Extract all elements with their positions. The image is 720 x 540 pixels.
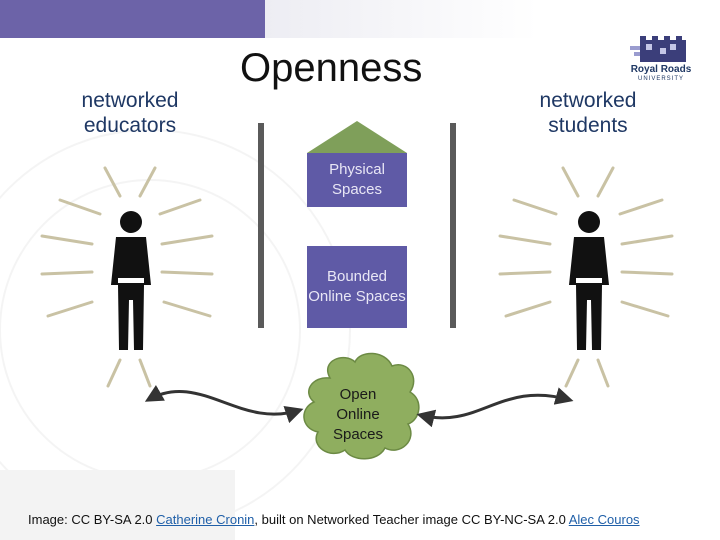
bounded-online-spaces-box: Bounded Online Spaces [307,246,407,328]
slide-title: Openness [240,46,423,90]
right-divider-bar [450,123,456,328]
physical-spaces-label: Physical Spaces [329,161,385,198]
header-bar [0,0,265,38]
networked-students-label: networked students [539,89,637,137]
alec-couros-link[interactable]: Alec Couros [568,512,640,527]
castle-icon [630,36,686,62]
open-spaces-cloud [303,352,420,460]
left-divider-bar [258,123,264,328]
right-person-rays [498,166,674,388]
person-left-icon [110,205,152,357]
roof-triangle [307,121,407,153]
open-online-spaces-label: Open Online Spaces [332,386,384,443]
watermark-block [0,470,235,540]
logo-name: Royal Roads [630,64,692,75]
left-bidirectional-arrow [144,385,304,424]
image-credit-caption: Image: CC BY-SA 2.0 Catherine Cronin, bu… [28,512,708,527]
caption-prefix: Image: CC BY-SA 2.0 [28,512,157,527]
bounded-online-spaces-label: Bounded Online Spaces [308,268,406,305]
left-person-rays [40,166,214,388]
catherine-cronin-link[interactable]: Catherine Cronin [156,512,255,527]
royal-roads-logo: Royal Roads UNIVERSITY [626,34,696,90]
physical-spaces-box: Physical Spaces [307,153,407,207]
logo-subtitle: UNIVERSITY [637,76,684,82]
right-bidirectional-arrow [416,387,574,428]
caption-middle: , built on Networked Teacher image CC BY… [254,512,569,527]
networked-educators-label: networked educators [81,89,179,137]
header-fade [265,0,720,38]
person-right-icon [568,205,610,357]
